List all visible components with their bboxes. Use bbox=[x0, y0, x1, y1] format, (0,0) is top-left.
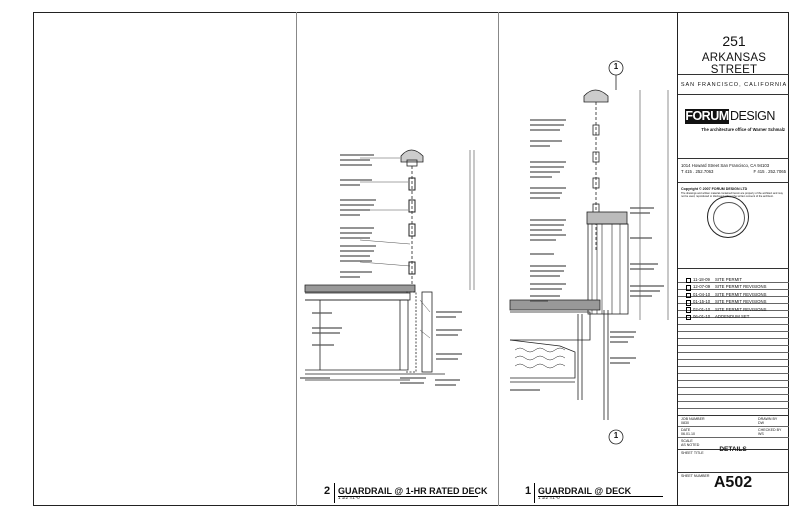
revision-triangle-icon bbox=[686, 292, 691, 299]
scale-label: SCALE bbox=[681, 439, 693, 443]
firm-phone: T 415 . 252.7063 bbox=[681, 169, 714, 174]
sheet-number-label: SHEET NUMBER bbox=[681, 474, 710, 478]
detail-2-number: 2 bbox=[324, 485, 331, 497]
sheet-title: DETAILS bbox=[719, 446, 747, 453]
revision-row: 12-07-09 SITE PERMIT REVISIONS bbox=[683, 283, 779, 291]
section-marker-top: 1 bbox=[613, 62, 619, 71]
revision-text: ADDENDUM SET bbox=[715, 314, 750, 319]
drawn-by-label: DRAWN BY bbox=[758, 417, 778, 421]
revision-row: 02-01-10 SITE PERMIT REVISIONS bbox=[683, 306, 779, 314]
detail-2-title: GUARDRAIL @ 1-HR RATED DECK bbox=[338, 486, 488, 496]
detail-2-scale: 1 1/2"=1'-0" bbox=[338, 495, 362, 500]
copyright: Copyright © 2007 FORUM DESIGN LTD bbox=[681, 187, 748, 191]
firm-address: 1014 Howard Street San Francisco, CA 941… bbox=[681, 163, 770, 168]
detail-1-number: 1 bbox=[525, 485, 532, 497]
revision-date: 12-07-09 bbox=[693, 284, 711, 290]
drawn-by: DW bbox=[758, 421, 764, 425]
revision-text: SITE PERMIT REVISIONS bbox=[715, 306, 767, 312]
job-number: 0830 bbox=[681, 421, 689, 425]
detail-2-underline bbox=[338, 496, 478, 497]
revision-triangle-icon bbox=[686, 314, 691, 321]
revision-row: 11-18-09 SITE PERMIT bbox=[683, 276, 779, 284]
revision-triangle-icon bbox=[686, 300, 691, 306]
firm-logo-design: DESIGN bbox=[730, 109, 775, 123]
project-address-number: 251 bbox=[722, 33, 746, 49]
job-number-label: JOB NUMBER bbox=[681, 417, 705, 421]
detail-1-caption-rule bbox=[534, 483, 535, 503]
revision-date: 06-01-10 bbox=[693, 314, 711, 319]
firm-tagline: The architecture office of Warner Schmal… bbox=[701, 127, 785, 132]
detail-1-underline bbox=[538, 496, 663, 497]
revision-text: SITE PERMIT bbox=[715, 277, 742, 282]
section-marker-bottom: 1 bbox=[613, 431, 619, 440]
detail-1-scale: 1 1/2"=1'-0" bbox=[538, 495, 562, 500]
architect-seal-stamp bbox=[707, 196, 749, 238]
revision-row: 06-01-10 ADDENDUM SET bbox=[683, 313, 779, 321]
revision-text: SITE PERMIT REVISIONS bbox=[715, 299, 767, 305]
detail-1-title: GUARDRAIL @ DECK bbox=[538, 486, 632, 496]
drawing-sheet-border bbox=[33, 12, 789, 506]
revision-text: SITE PERMIT REVISIONS bbox=[715, 284, 767, 290]
project-city: SAN FRANCISCO, CALIFORNIA bbox=[680, 82, 788, 88]
revision-triangle-icon bbox=[686, 277, 691, 284]
checked-by: WS bbox=[758, 432, 764, 436]
firm-logo-forum: FORUM bbox=[685, 109, 729, 124]
revision-triangle-icon bbox=[686, 307, 691, 314]
revision-date: 02-01-10 bbox=[693, 306, 711, 312]
revision-date: 01-15-10 bbox=[693, 299, 711, 305]
title-block: 251 ARKANSAS STREET SAN FRANCISCO, CALIF… bbox=[677, 12, 789, 506]
firm-fax: F 415 . 252.7065 bbox=[753, 169, 787, 174]
checked-by-label: CHECKED BY bbox=[758, 428, 782, 432]
sheet-number: A502 bbox=[713, 474, 753, 491]
firm-logo: FORUM DESIGN bbox=[685, 108, 783, 125]
detail-divider-left bbox=[296, 12, 297, 506]
date-value: 06.01.10 bbox=[681, 432, 695, 436]
revision-row: 01-15-10 SITE PERMIT REVISIONS bbox=[683, 298, 779, 306]
revision-text: SITE PERMIT REVISIONS bbox=[715, 291, 767, 297]
scale-value: AS NOTED bbox=[681, 443, 700, 447]
revision-triangle-icon bbox=[686, 285, 691, 291]
revision-date: 01-04-10 bbox=[693, 291, 711, 297]
revision-row: 01-04-10 SITE PERMIT REVISIONS bbox=[683, 291, 779, 299]
revision-date: 11-18-09 bbox=[693, 277, 710, 282]
project-address-street: ARKANSAS STREET bbox=[701, 52, 767, 76]
sheet-title-label: SHEET TITLE bbox=[681, 451, 704, 455]
detail-2-caption-rule bbox=[334, 483, 335, 503]
detail-divider-right bbox=[498, 12, 499, 506]
date-label: DATE bbox=[681, 428, 691, 432]
